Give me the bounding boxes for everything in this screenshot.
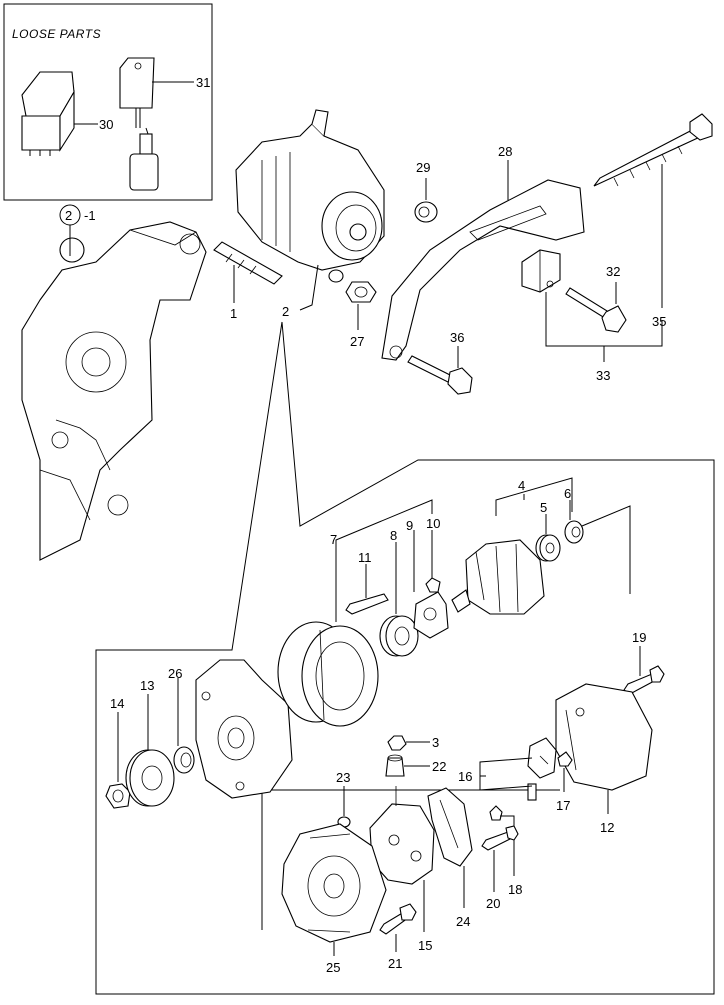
bolt-20 xyxy=(481,825,519,851)
brush-holder-16 xyxy=(527,737,557,801)
callout-18: 18 xyxy=(508,882,522,897)
ref-circle-number: 2 xyxy=(65,208,72,223)
callout-27: 27 xyxy=(350,334,364,349)
gear-case-housing xyxy=(21,221,207,561)
callout-6: 6 xyxy=(564,486,571,501)
callout-19: 19 xyxy=(632,630,646,645)
callout-36: 36 xyxy=(450,330,464,345)
adjust-bracket-28 xyxy=(381,179,585,361)
relay-part-30 xyxy=(21,71,75,156)
long-bolt-35 xyxy=(593,113,713,187)
callout-17: 17 xyxy=(556,798,570,813)
pulley-13 xyxy=(125,749,175,807)
spacer-29 xyxy=(414,201,438,223)
callout-15: 15 xyxy=(418,938,432,953)
bolt-21 xyxy=(379,903,417,935)
rear-housing-25 xyxy=(281,823,387,943)
callout-30: 30 xyxy=(99,117,113,132)
callout-35: 35 xyxy=(652,314,666,329)
callout-29: 29 xyxy=(416,160,430,175)
callout-14: 14 xyxy=(110,696,124,711)
callout-1: 1 xyxy=(230,306,237,321)
callout-32: 32 xyxy=(606,264,620,279)
callout-11: 11 xyxy=(358,550,372,565)
rotor-4 xyxy=(451,539,545,615)
washer-6 xyxy=(564,520,584,544)
stud-11 xyxy=(345,593,389,615)
insulator-22 xyxy=(385,754,405,777)
screw-17 xyxy=(557,751,573,767)
nut-27 xyxy=(345,281,377,303)
callout-25: 25 xyxy=(326,960,340,975)
callout-5: 5 xyxy=(540,500,547,515)
bolt-36 xyxy=(407,355,473,395)
callout-4: 4 xyxy=(518,478,525,493)
nut-3 xyxy=(387,735,407,751)
callout-10: 10 xyxy=(426,516,440,531)
callout-31: 31 xyxy=(196,75,210,90)
screw-10 xyxy=(425,577,441,593)
callout-7: 7 xyxy=(330,532,337,547)
callout-26: 26 xyxy=(168,666,182,681)
spacer-26 xyxy=(173,746,195,774)
bearing-8 xyxy=(379,615,419,657)
stator-7 xyxy=(277,621,379,727)
callout-9: 9 xyxy=(406,518,413,533)
loose-parts-title: LOOSE PARTS xyxy=(12,27,101,41)
rear-cover-12 xyxy=(555,683,653,791)
callout-24: 24 xyxy=(456,914,470,929)
alternator-assembly xyxy=(235,109,385,271)
callout-28: 28 xyxy=(498,144,512,159)
callout-22: 22 xyxy=(432,759,446,774)
callout-20: 20 xyxy=(486,896,500,911)
washer-under-2 xyxy=(328,269,344,283)
callout-21: 21 xyxy=(388,956,402,971)
loose-parts-box: LOOSE PARTS 30 31 xyxy=(3,3,213,201)
callout-12: 12 xyxy=(600,820,614,835)
callout-23: 23 xyxy=(336,770,350,785)
front-housing xyxy=(195,659,293,799)
callout-3: 3 xyxy=(432,735,439,750)
exploded-view-frame xyxy=(95,321,715,995)
callout-13: 13 xyxy=(140,678,154,693)
tension-block-33 xyxy=(521,249,561,293)
retainer-plate-9 xyxy=(413,591,449,639)
ref-circle-suffix: -1 xyxy=(84,208,96,223)
screw-18 xyxy=(489,805,503,821)
callout-16: 16 xyxy=(458,769,472,784)
stud-bolt-1 xyxy=(213,241,283,285)
pulley-nut-14 xyxy=(105,783,131,809)
callout-33: 33 xyxy=(596,368,610,383)
bolt-19 xyxy=(623,665,665,695)
sensor-part-31 xyxy=(119,57,159,191)
regulator-24 xyxy=(427,787,473,867)
bolt-32 xyxy=(565,287,627,333)
callout-8: 8 xyxy=(390,528,397,543)
callout-2: 2 xyxy=(282,304,289,319)
bearing-5 xyxy=(535,534,561,562)
